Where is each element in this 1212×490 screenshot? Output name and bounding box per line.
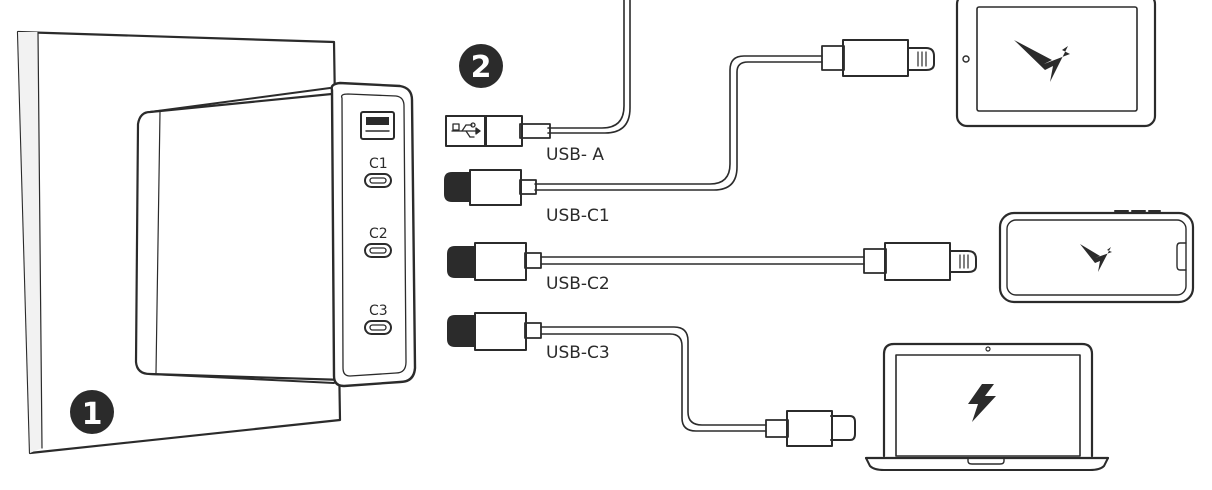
usb-c2-cable: USB-C2 (447, 242, 977, 294)
tablet (955, 0, 1157, 128)
usb-c1-port (364, 173, 392, 188)
port-label-c3: C3 (369, 303, 388, 319)
phone (998, 210, 1195, 304)
laptop (864, 342, 1110, 471)
step-1-number: 1 (82, 397, 103, 432)
lightning-bolt-icon (1014, 40, 1070, 82)
usb-symbol-icon (451, 122, 481, 138)
usb-c3-port (364, 320, 392, 335)
cable-label-usb-c2: USB-C2 (546, 274, 610, 294)
step-2-number: 2 (471, 50, 492, 85)
usb-c1-cable: USB-C1 (444, 39, 935, 226)
lightning-bolt-icon (1080, 244, 1112, 272)
usb-c2-port (364, 243, 392, 258)
cable-label-usb-a: USB- A (546, 145, 604, 165)
port-label-c2: C2 (369, 226, 388, 242)
port-label-c1: C1 (369, 156, 388, 172)
lightning-bolt-icon (968, 384, 996, 422)
usb-a-cable: USB- A (445, 0, 631, 165)
charger: C1 C2 C3 (134, 81, 417, 388)
cable-label-usb-c1: USB-C1 (546, 206, 610, 226)
usb-c3-cable: USB-C3 (447, 312, 856, 447)
cable-label-usb-c3: USB-C3 (546, 343, 610, 363)
usb-a-port (360, 111, 395, 140)
step-2-badge: 2 (459, 44, 503, 88)
step-1-badge: 1 (70, 390, 114, 434)
